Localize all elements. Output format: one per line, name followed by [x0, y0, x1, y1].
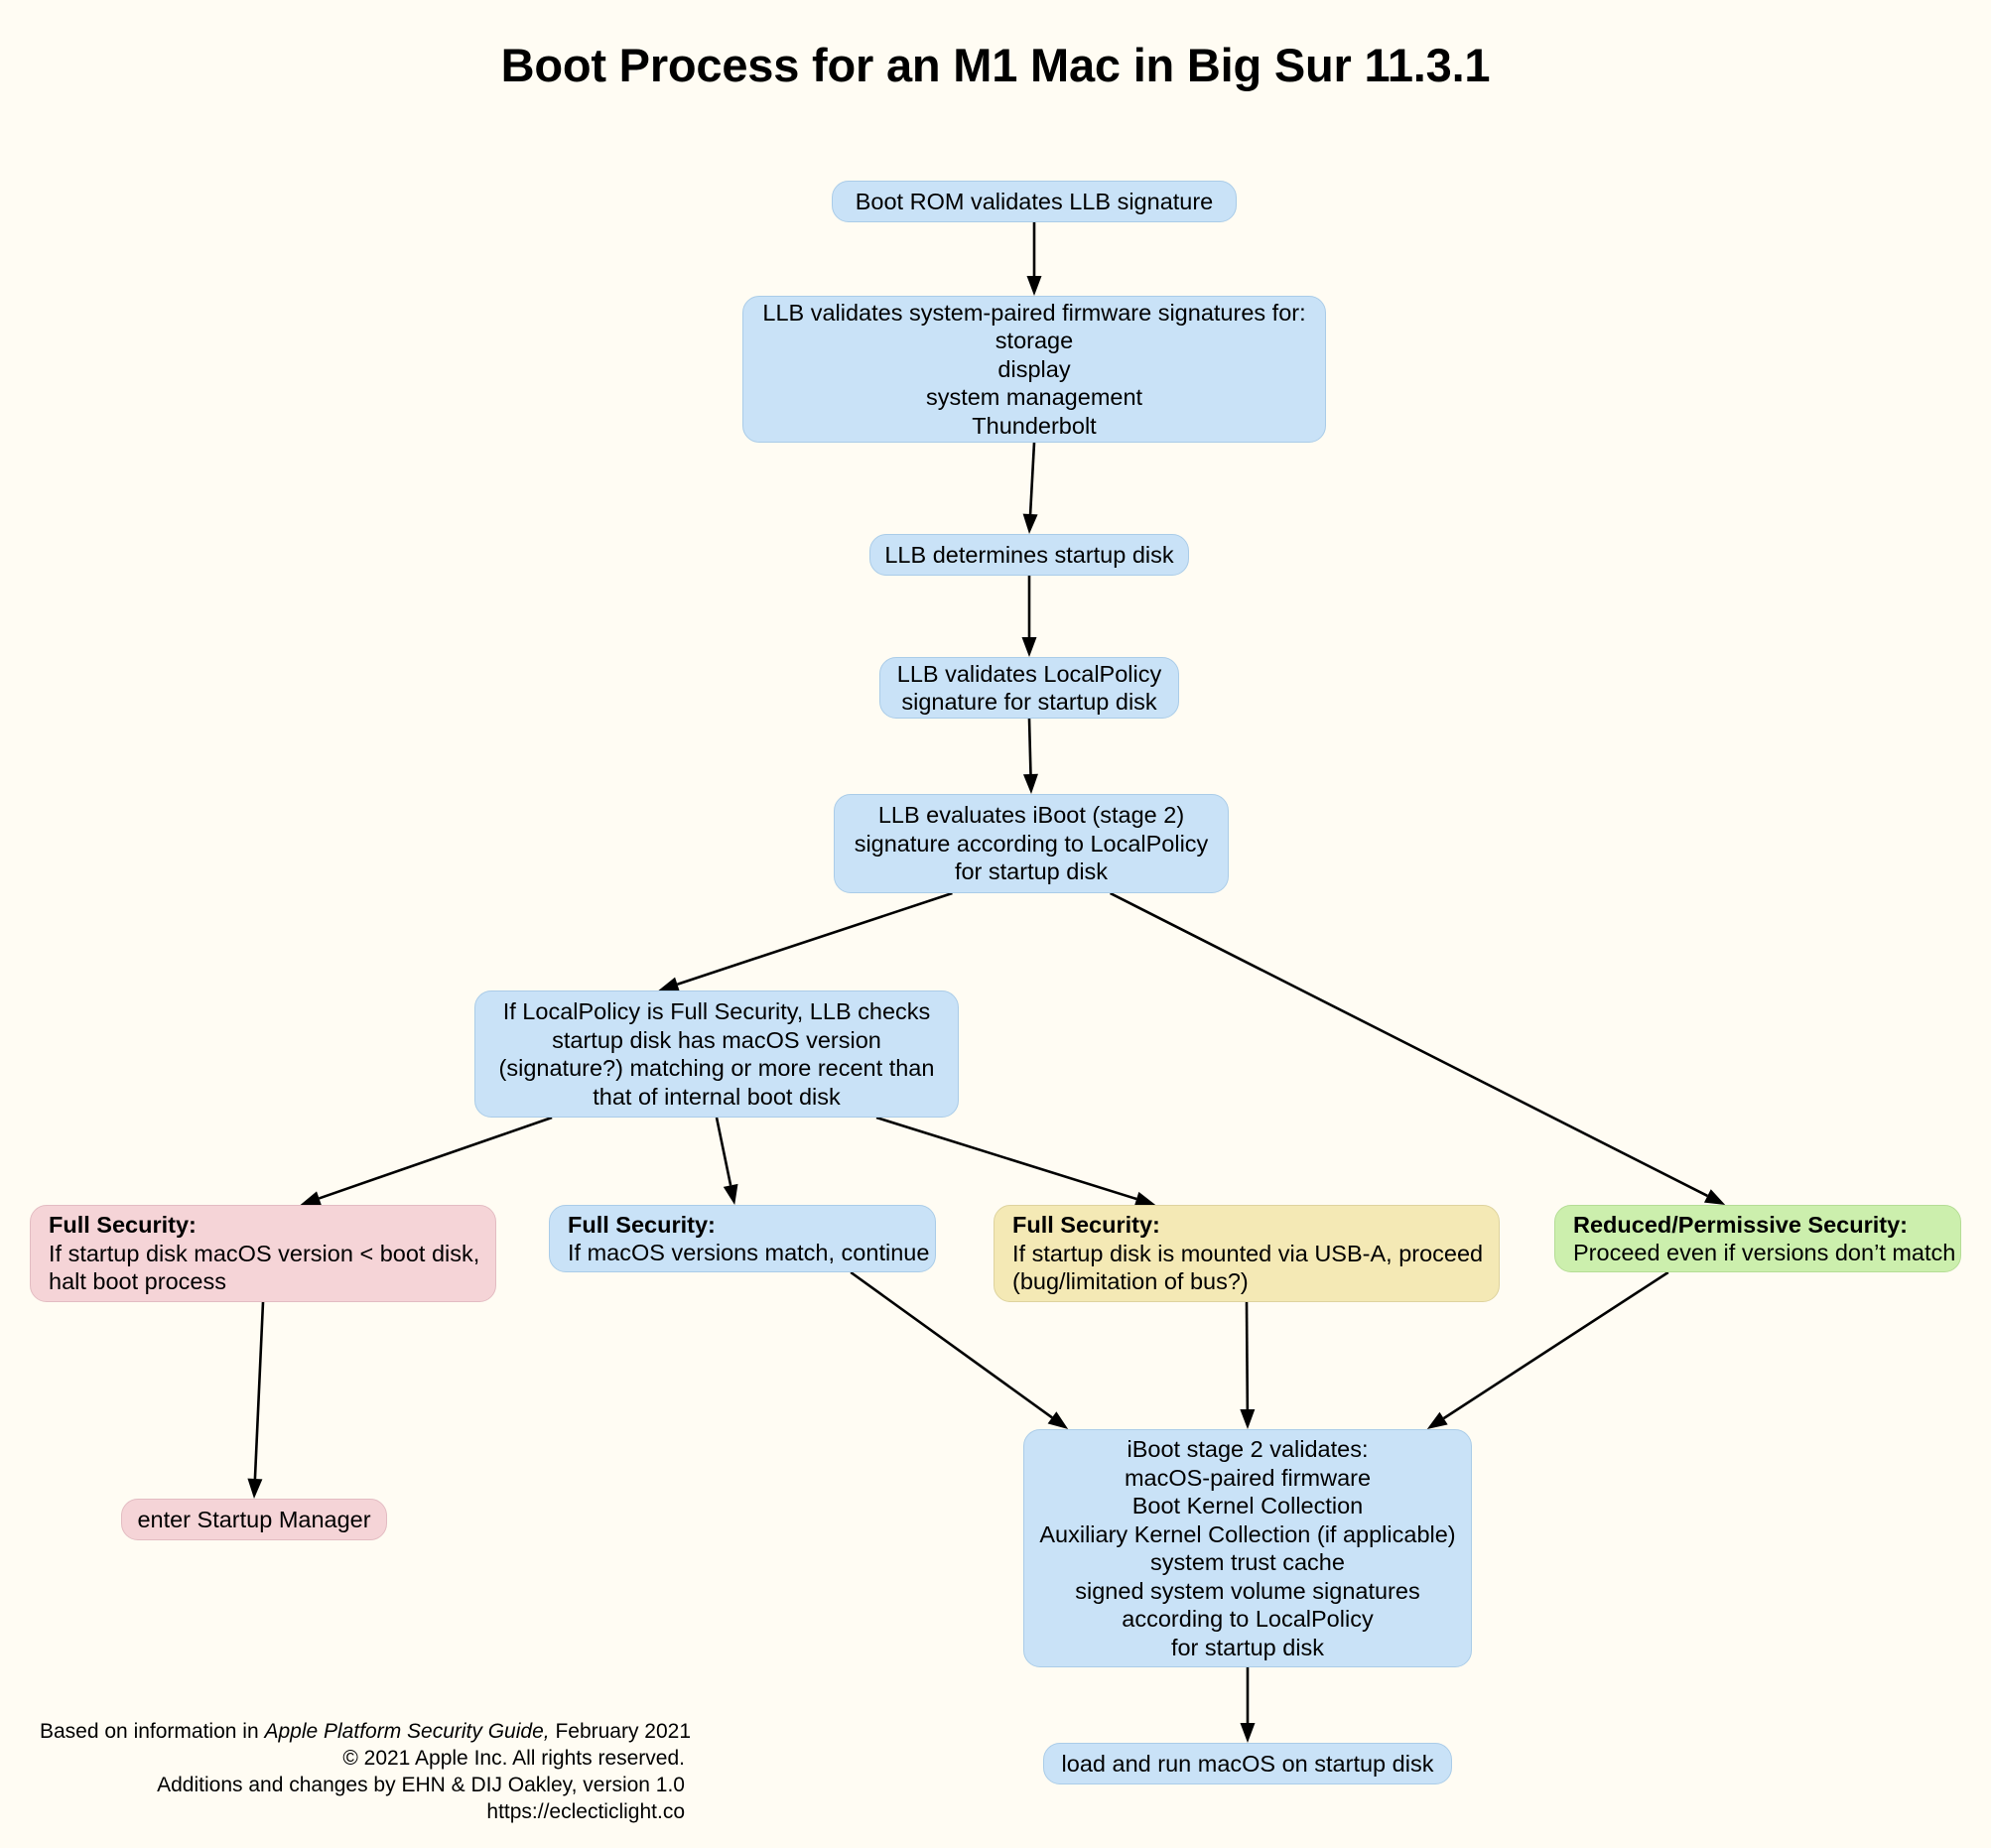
edge-arrowhead	[247, 1478, 263, 1499]
node-text-line: storage	[995, 328, 1074, 354]
edge-arrowhead	[1133, 1191, 1156, 1207]
edge-line	[677, 891, 953, 986]
node-llb-startup-disk: LLB determines startup disk	[869, 534, 1189, 576]
node-text-line: signature for startup disk	[901, 689, 1157, 715]
node-boot-rom: Boot ROM validates LLB signature	[832, 181, 1237, 222]
edge-arrowhead	[1047, 1411, 1069, 1429]
footer-text: Based on information in	[40, 1720, 265, 1743]
edge-line	[850, 1270, 1053, 1419]
node-text-line: that of internal boot disk	[593, 1083, 841, 1110]
node-text-line: Proceed even if versions don’t match	[1573, 1240, 1956, 1265]
edge-arrowhead	[1022, 773, 1038, 794]
node-startup-manager: enter Startup Manager	[121, 1499, 387, 1540]
edge-line	[715, 1117, 732, 1186]
edge-line	[875, 1116, 1137, 1201]
node-text-line: Boot Kernel Collection	[1131, 1493, 1364, 1518]
edge-arrowhead	[1240, 1408, 1256, 1429]
edge-line	[1245, 1301, 1250, 1410]
node-text-line: signed system volume signatures	[1075, 1577, 1420, 1604]
node-text-line: iBoot stage 2 validates:	[1127, 1436, 1369, 1462]
footer-text: February 2021	[549, 1720, 692, 1743]
node-text-line: LLB validates system-paired firmware sig…	[762, 299, 1306, 326]
node-text-line: enter Startup Manager	[137, 1506, 371, 1532]
edge-arrowhead	[658, 977, 680, 991]
node-text-line: If LocalPolicy is Full Security, LLB che…	[502, 998, 931, 1024]
edge-line	[319, 1116, 553, 1200]
edge-arrowhead	[1026, 276, 1042, 296]
edge-arrowhead	[1021, 637, 1037, 657]
footer-line: © 2021 Apple Inc. All rights reserved.	[342, 1747, 685, 1770]
node-full-security-check: If LocalPolicy is Full Security, LLB che…	[474, 990, 959, 1118]
node-reduced-permissive: Reduced/Permissive Security:Proceed even…	[1554, 1205, 1961, 1272]
node-text-line: Reduced/Permissive Security:	[1573, 1211, 1908, 1238]
node-text-line: load and run macOS on startup disk	[1061, 1750, 1434, 1777]
edge-arrowhead	[1426, 1411, 1448, 1429]
node-text-line: for startup disk	[1170, 1634, 1325, 1660]
node-text-line: If startup disk macOS version < boot dis…	[49, 1240, 480, 1266]
footer-line: Based on information in Apple Platform S…	[40, 1718, 691, 1745]
node-text-line: Thunderbolt	[972, 412, 1097, 439]
edge-line	[1442, 1270, 1669, 1420]
node-text-line: (signature?) matching or more recent tha…	[498, 1055, 935, 1081]
page-title: Boot Process for an M1 Mac in Big Sur 11…	[500, 39, 1491, 91]
node-text-line: Full Security:	[1012, 1212, 1160, 1239]
edge-line	[1027, 718, 1032, 775]
node-llb-firmware: LLB validates system-paired firmware sig…	[742, 296, 1326, 443]
node-iboot-stage2: iBoot stage 2 validates:macOS-paired fir…	[1023, 1429, 1472, 1667]
footer-line: https://eclecticlight.co	[486, 1800, 685, 1823]
node-text-line: Full Security:	[49, 1212, 197, 1239]
node-halt-boot: Full Security:If startup disk macOS vers…	[30, 1205, 496, 1302]
node-text-line: LLB determines startup disk	[884, 541, 1174, 568]
footer-line: Additions and changes by EHN & DIJ Oakle…	[157, 1774, 685, 1796]
edge-line	[1110, 891, 1708, 1198]
node-text-line: Boot ROM validates LLB signature	[855, 188, 1214, 214]
node-text-line: (bug/limitation of bus?)	[1012, 1268, 1249, 1295]
node-versions-match: Full Security:If macOS versions match, c…	[549, 1205, 936, 1272]
node-text-line: according to LocalPolicy	[1122, 1606, 1374, 1632]
node-load-macos: load and run macOS on startup disk	[1043, 1743, 1452, 1784]
footer-source-title: Apple Platform Security Guide,	[264, 1720, 550, 1743]
node-text-line: LLB validates LocalPolicy	[896, 660, 1162, 687]
edge-line	[1028, 442, 1036, 515]
node-usb-a-proceed: Full Security:If startup disk is mounted…	[994, 1205, 1500, 1302]
node-text-line: LLB evaluates iBoot (stage 2)	[877, 802, 1185, 829]
node-text-line: macOS-paired firmware	[1124, 1464, 1372, 1491]
node-text-line: for startup disk	[954, 858, 1109, 885]
node-text-line: system management	[925, 384, 1143, 411]
footer-credits: Based on information in Apple Platform S…	[40, 1718, 691, 1825]
edge-arrowhead	[300, 1191, 322, 1206]
node-text-line: If macOS versions match, continue	[568, 1240, 930, 1265]
node-text-line: signature according to LocalPolicy	[854, 830, 1209, 857]
node-text-line: Full Security:	[568, 1211, 716, 1238]
node-text-line: startup disk has macOS version	[552, 1026, 881, 1053]
node-text-line: If startup disk is mounted via USB-A, pr…	[1012, 1240, 1484, 1266]
edge-arrowhead	[1022, 513, 1038, 534]
edge-arrowhead	[1703, 1189, 1726, 1205]
edge-line	[253, 1301, 265, 1480]
node-text-line: display	[997, 355, 1071, 382]
node-llb-iboot-eval: LLB evaluates iBoot (stage 2)signature a…	[834, 794, 1229, 893]
edge-arrowhead	[1240, 1723, 1256, 1743]
node-text-line: halt boot process	[49, 1268, 226, 1295]
node-text-line: Auxiliary Kernel Collection (if applicab…	[1039, 1520, 1456, 1547]
node-text-line: system trust cache	[1150, 1549, 1345, 1575]
edge-arrowhead	[723, 1183, 738, 1205]
